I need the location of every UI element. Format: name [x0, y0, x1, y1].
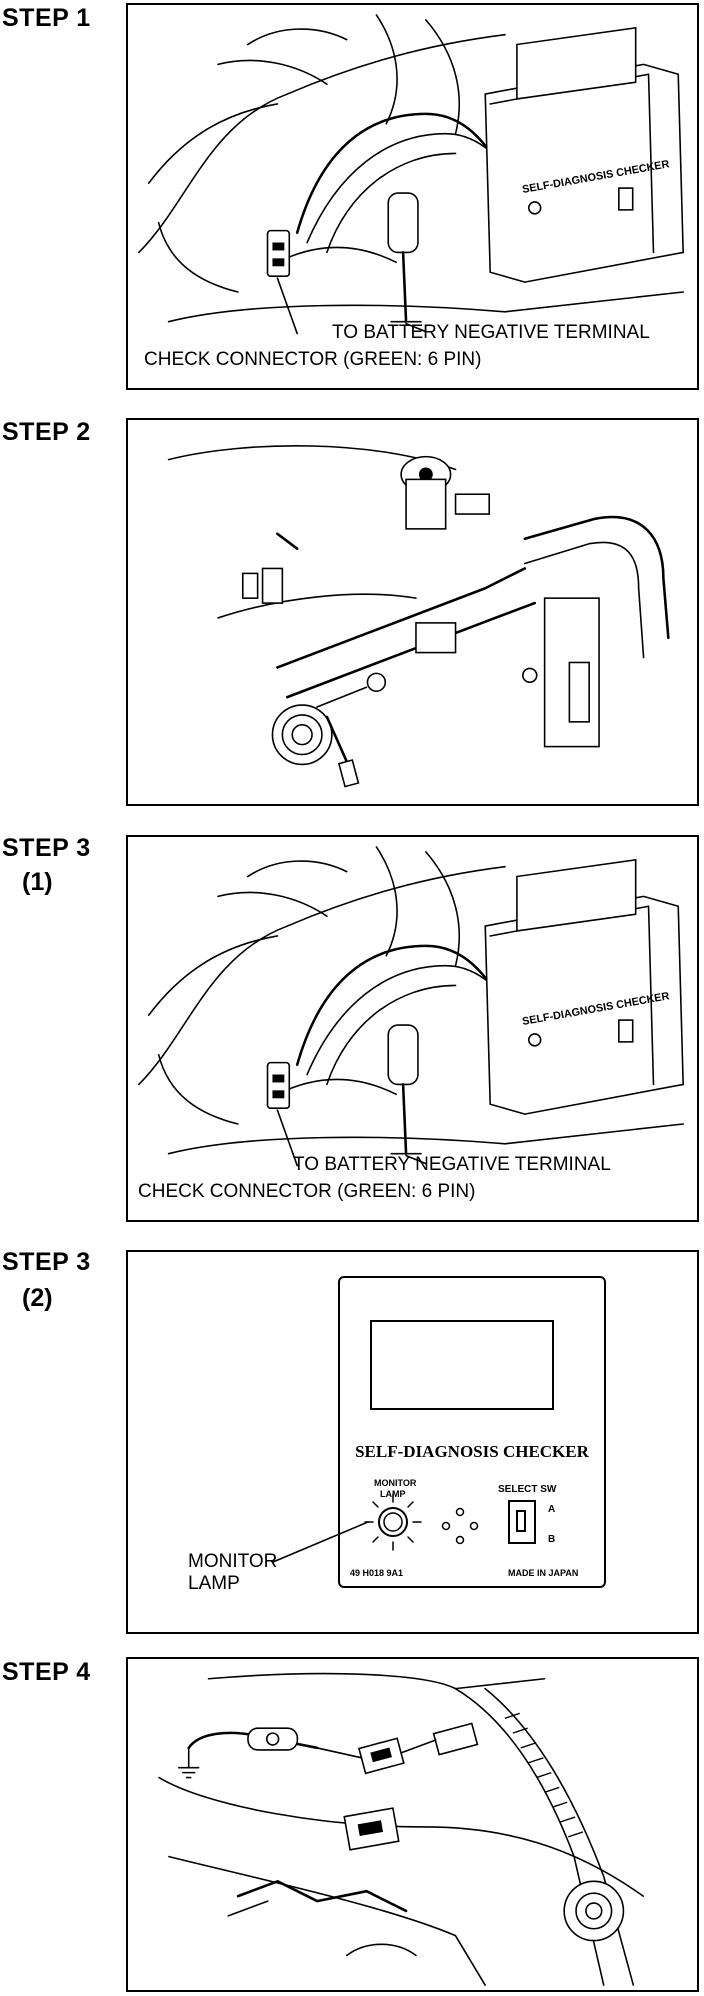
step-1-label: STEP 1 — [2, 4, 91, 32]
checker-display-window — [370, 1320, 554, 1410]
check-connector-caption: CHECK CONNECTOR (GREEN: 6 PIN) — [144, 349, 482, 370]
battery-terminal-caption-2: TO BATTERY NEGATIVE TERMINAL — [293, 1154, 611, 1175]
step-3-2-sublabel: (2) — [22, 1284, 53, 1312]
step-4-illustration — [158, 1672, 645, 1986]
indicator-dots-icon — [441, 1507, 479, 1545]
monitor-label: MONITOR — [374, 1478, 417, 1488]
made-in-label: MADE IN JAPAN — [508, 1568, 579, 1578]
monitor-lamp-icon — [364, 1493, 422, 1551]
battery-terminal-caption: TO BATTERY NEGATIVE TERMINAL — [332, 322, 650, 343]
step-1-panel: SELF-DIAGNOSIS CHECKER TO BATTERY NEGATI… — [126, 3, 699, 390]
select-switch-label: SELECT SW — [498, 1484, 557, 1495]
step-3-1-panel: SELF-DIAGNOSIS CHECKER TO BATTERY NEGATI… — [126, 835, 699, 1222]
step-4-label: STEP 4 — [2, 1658, 91, 1686]
select-switch-toggle-icon — [516, 1510, 526, 1532]
step-2-panel — [126, 418, 699, 806]
step-3-1-illustration: SELF-DIAGNOSIS CHECKER — [138, 846, 684, 1167]
step-3-1-label: STEP 3 — [2, 834, 91, 862]
step-3-2-label: STEP 3 — [2, 1248, 91, 1276]
step-1-illustration: SELF-DIAGNOSIS CHECKER — [138, 14, 684, 335]
monitor-lamp-caption-line2: LAMP — [188, 1573, 240, 1594]
select-switch[interactable] — [508, 1500, 536, 1544]
monitor-lamp-caption-line1: MONITOR — [188, 1551, 278, 1572]
switch-b-label: B — [548, 1534, 556, 1545]
step-4-panel — [126, 1657, 699, 1992]
checker-title: SELF-DIAGNOSIS CHECKER — [355, 1442, 589, 1461]
monitor-lamp-leader — [272, 1521, 369, 1563]
step-2-illustration — [167, 445, 670, 788]
self-diagnosis-checker-device: SELF-DIAGNOSIS CHECKER MONITOR LAMP SELE — [338, 1276, 606, 1588]
switch-a-label: A — [548, 1504, 556, 1515]
step-2-label: STEP 2 — [2, 418, 91, 446]
model-code: 49 H018 9A1 — [350, 1568, 404, 1578]
check-connector-caption-2: CHECK CONNECTOR (GREEN: 6 PIN) — [138, 1181, 476, 1202]
step-3-1-sublabel: (1) — [22, 868, 53, 896]
step-3-2-panel: SELF-DIAGNOSIS CHECKER MONITOR LAMP SELE — [126, 1250, 699, 1634]
